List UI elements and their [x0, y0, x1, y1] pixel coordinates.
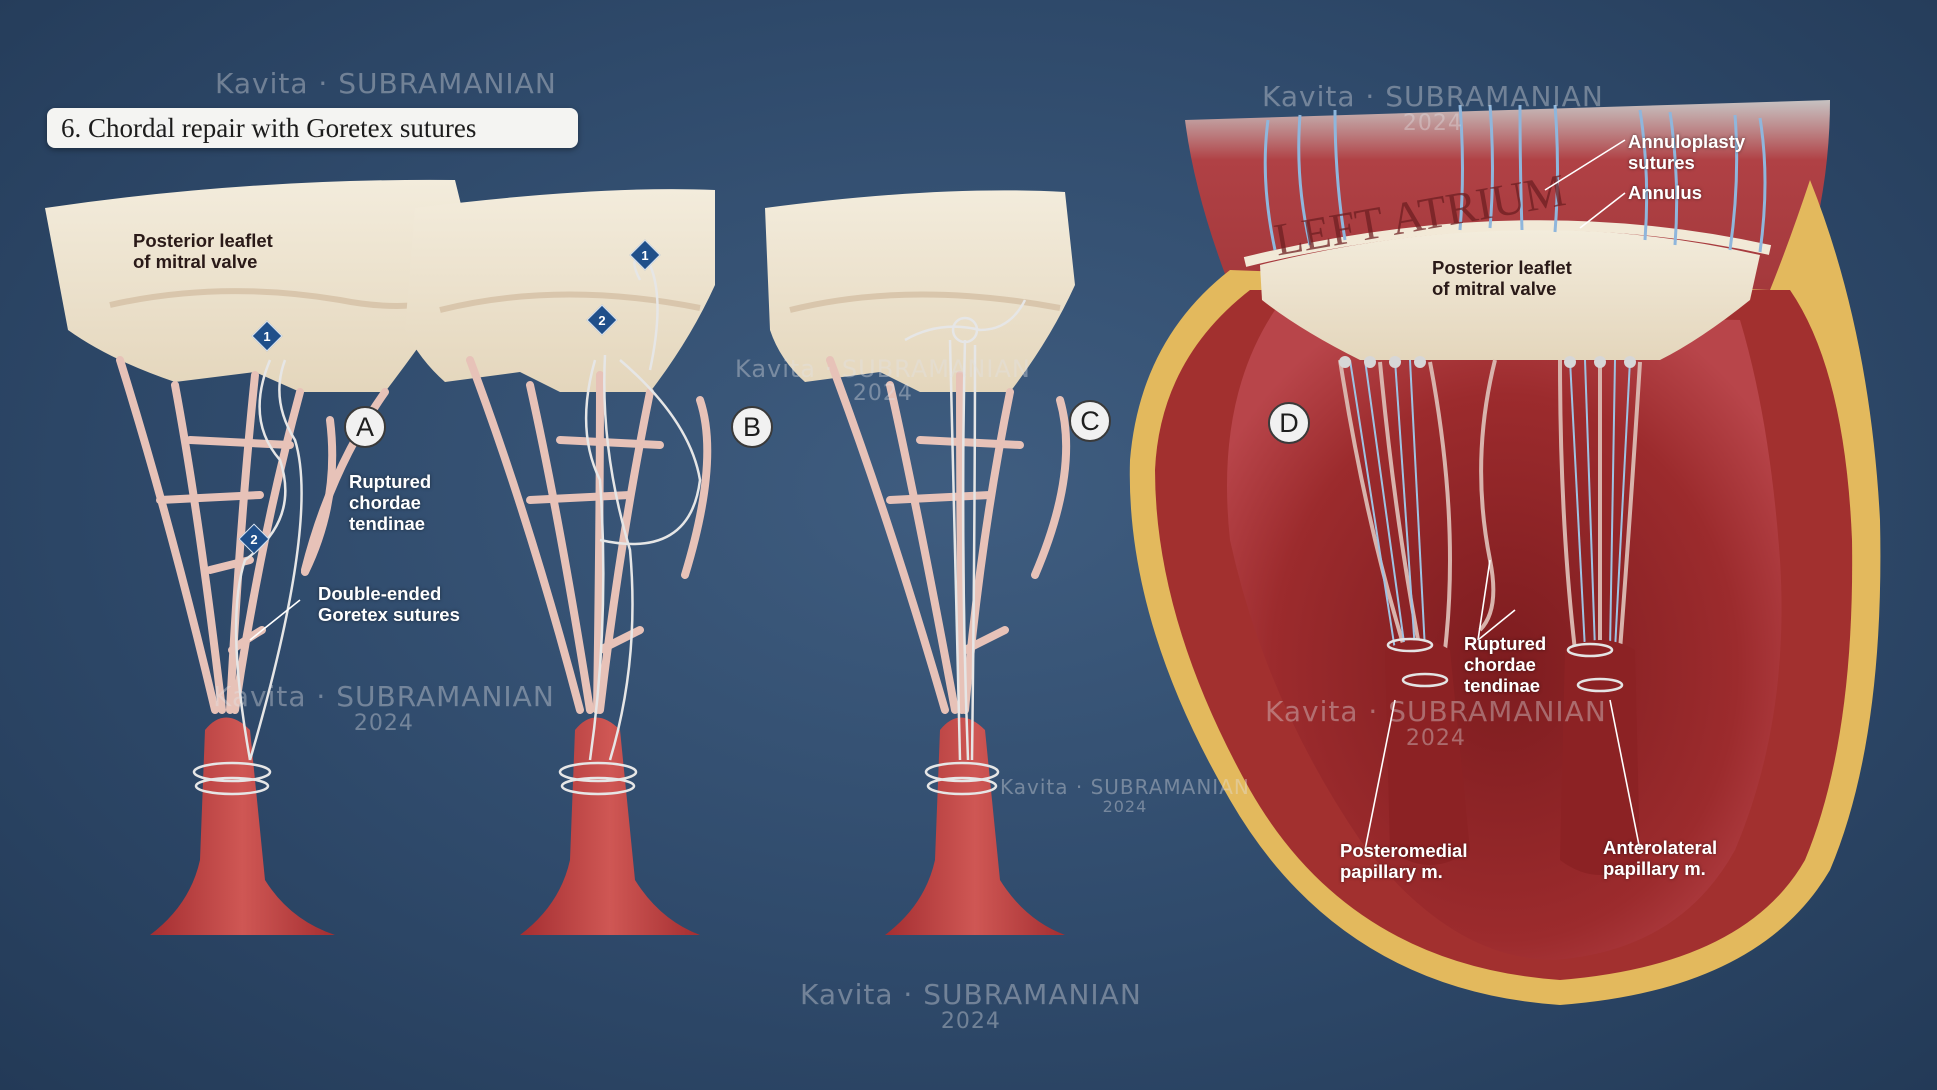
- watermark-year: 2024: [1102, 797, 1148, 816]
- figure-title: 6. Chordal repair with Goretex sutures: [61, 112, 477, 143]
- posterior-leaflet-d: [1260, 229, 1760, 360]
- goretex-suture-c: [904, 299, 1027, 796]
- step-badge-number: 1: [641, 247, 649, 263]
- label-ruptured-chordae-d: Ruptured chordae tendinae: [1464, 633, 1547, 696]
- label-posterior-leaflet-d: Posterior leaflet of mitral valve: [1432, 257, 1572, 299]
- watermark-year: 2024: [353, 711, 414, 736]
- label-posteromedial: Posteromedial papillary m.: [1340, 840, 1468, 882]
- chordae-c: [826, 356, 1071, 714]
- watermark-name: Kavita · SUBRAMANIAN: [213, 680, 555, 713]
- leaflet-edge-b: [439, 291, 701, 313]
- panel-label-d: D: [1268, 402, 1310, 444]
- step-badge-number: 2: [250, 531, 258, 547]
- annuloplasty-knots-d: [1339, 356, 1636, 368]
- label-annulus: Annulus: [1628, 182, 1702, 203]
- papillary-muscle-a: [150, 717, 335, 935]
- panel-b-drawing: [405, 189, 715, 935]
- title-box: 6. Chordal repair with Goretex sutures: [47, 108, 578, 148]
- panel-label-a: A: [344, 406, 386, 448]
- watermark-year: 2024: [1405, 726, 1466, 751]
- pledgets-d: [1386, 637, 1624, 693]
- goretex-suture-a: [192, 359, 303, 796]
- goretex-suture-b: [558, 258, 702, 796]
- step-badge-number: 2: [598, 312, 606, 328]
- watermark-1: Kavita · SUBRAMANIAN: [215, 67, 557, 100]
- watermark-name: Kavita · SUBRAMANIAN: [215, 67, 557, 100]
- posterior-leaflet-c: [765, 190, 1075, 392]
- step-badge-number: 1: [263, 328, 271, 344]
- label-ruptured-chordae: Ruptured chordae tendinae: [349, 471, 432, 534]
- watermark-name: Kavita · SUBRAMANIAN: [800, 978, 1142, 1011]
- neochordae-sutures-d: [1349, 359, 1631, 651]
- leader-lines: [249, 139, 1641, 851]
- papillary-muscles-d: [1385, 640, 1640, 875]
- watermark-year: 2024: [852, 381, 913, 406]
- label-annuloplasty-sutures: Annuloplasty sutures: [1628, 131, 1746, 173]
- label-double-ended-sutures: Double-ended Goretex sutures: [318, 583, 460, 625]
- watermark-year: 2024: [1402, 111, 1463, 136]
- ventricle-cavity: [1227, 310, 1782, 960]
- watermark-name: Kavita · SUBRAMANIAN: [735, 355, 1031, 383]
- papillary-muscle-b: [520, 717, 700, 935]
- chordae-d: [1338, 359, 1642, 651]
- posterior-leaflet-b: [405, 189, 715, 392]
- papillary-muscle-c: [885, 717, 1065, 935]
- chordae-b: [466, 356, 712, 714]
- watermark-name: Kavita · SUBRAMANIAN: [1265, 695, 1607, 728]
- leaflet-edge-c: [789, 291, 1061, 313]
- posterior-leaflet-a: [45, 179, 475, 392]
- watermark-name: Kavita · SUBRAMANIAN: [1262, 80, 1604, 113]
- panel-label-b: B: [731, 406, 773, 448]
- watermark-year: 2024: [940, 1009, 1001, 1034]
- label-posterior-leaflet: Posterior leaflet of mitral valve: [133, 230, 273, 272]
- annulus-ring: [1243, 220, 1772, 267]
- panel-d-drawing: LEFT ATRIUM: [1129, 100, 1881, 1005]
- panel-label-c: C: [1069, 400, 1111, 442]
- watermark-name: Kavita · SUBRAMANIAN: [1000, 775, 1250, 799]
- panel-c-drawing: [765, 190, 1075, 935]
- label-anterolateral: Anterolateral papillary m.: [1603, 837, 1718, 879]
- annuloplasty-sutures: [1263, 104, 1767, 253]
